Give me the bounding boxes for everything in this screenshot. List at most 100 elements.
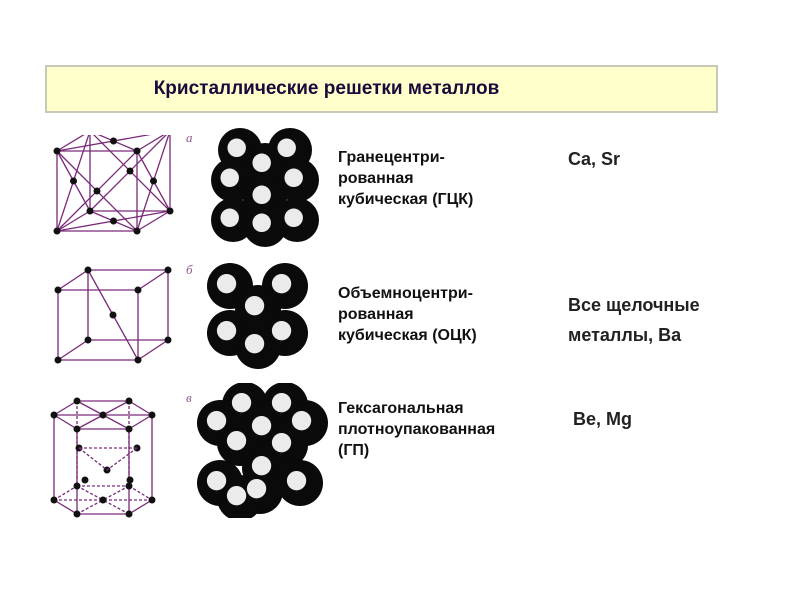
lattice-edge: [78, 447, 108, 471]
lattice-edge: [57, 339, 89, 361]
atom-dot: [50, 496, 58, 504]
sphere-highlight: [231, 393, 252, 413]
label-b: б: [186, 262, 193, 277]
atom-dot: [164, 336, 172, 344]
atom-dot: [73, 510, 81, 518]
atom-dot: [134, 286, 142, 294]
atom-dot: [84, 266, 92, 274]
desc-line: (ГП): [338, 442, 370, 459]
sphere-highlight: [252, 153, 271, 173]
label-v: в: [186, 390, 192, 405]
atom-dot: [99, 496, 107, 504]
sphere-highlight: [227, 138, 246, 158]
sphere-highlight: [216, 321, 237, 341]
desc-line: рованная: [338, 306, 414, 323]
atom-dot: [54, 286, 62, 294]
desc-line: Гексагональная: [338, 400, 464, 417]
atom-dot: [70, 177, 77, 185]
lattice-edge: [102, 400, 130, 416]
lattice-edge: [56, 135, 85, 152]
lattice-edge: [76, 400, 104, 416]
lattice-edge: [56, 210, 91, 232]
sphere-highlight: [271, 321, 292, 341]
desc-line: Гранецентри-: [338, 149, 445, 166]
atom-dot: [164, 266, 172, 274]
bcc-sphere-packing: [207, 263, 308, 369]
desc-line: кубическая (ГЦК): [338, 191, 474, 208]
atom-dot: [125, 425, 133, 433]
lattice-edge: [106, 447, 138, 471]
lattice-edge: [136, 210, 171, 232]
metal-line: металлы, Ba: [568, 325, 682, 345]
atom-dot: [54, 356, 62, 364]
lattice-edge: [128, 485, 153, 501]
fcc-sphere-packing: [211, 128, 319, 247]
atom-dot: [73, 482, 81, 490]
sphere-highlight: [271, 393, 292, 413]
atom-dot: [125, 482, 133, 490]
metal-line: Ca, Sr: [568, 149, 621, 169]
atom-dot: [133, 227, 141, 235]
atom-dot: [99, 411, 107, 419]
desc-line: рованная: [338, 170, 414, 187]
atom-dot: [125, 510, 133, 518]
sphere-highlight: [206, 411, 227, 431]
sphere-highlight: [271, 274, 292, 294]
atom-dot: [110, 217, 117, 225]
atom-dot: [86, 207, 94, 215]
sphere-highlight: [216, 274, 237, 294]
sphere-highlight: [220, 208, 239, 228]
lattice-edge: [128, 499, 153, 515]
atom-dot: [73, 425, 81, 433]
atom-dot: [53, 147, 61, 155]
atom-dot: [84, 336, 92, 344]
title-box: Кристаллические решетки металлов: [45, 65, 718, 113]
lattice-edge: [128, 400, 153, 416]
atom-dot: [53, 227, 61, 235]
sphere-highlight: [226, 486, 247, 506]
sphere-highlight: [252, 213, 271, 233]
sphere-highlight: [244, 296, 265, 316]
fcc-metals: Ca, Sr: [568, 144, 620, 174]
sphere-highlight: [291, 411, 312, 431]
lattice-edge: [136, 135, 165, 152]
sphere-highlight: [284, 168, 303, 188]
lattice-edge: [102, 485, 130, 501]
desc-line: плотноупакованная: [338, 421, 496, 438]
lattice-edge: [76, 499, 104, 515]
fcc-lattice-diagram: [53, 135, 174, 235]
atom-dot: [166, 207, 174, 215]
sphere-highlight: [226, 431, 247, 451]
slide-title: Кристаллические решетки металлов: [153, 78, 500, 99]
sphere-highlight: [246, 479, 267, 499]
sphere-highlight: [206, 471, 227, 491]
sphere-highlight: [286, 471, 307, 491]
sphere-highlight: [251, 456, 272, 476]
atom-dot: [109, 311, 117, 319]
hcp-lattice-diagram: [50, 397, 156, 518]
atom-dot: [126, 167, 134, 175]
atom-dot: [133, 147, 141, 155]
lattice-edge: [76, 414, 104, 430]
atom-dot: [50, 411, 58, 419]
lattice-edge: [53, 414, 78, 430]
sphere-highlight: [220, 168, 239, 188]
atom-dot: [93, 187, 101, 195]
atom-dot: [150, 177, 157, 185]
hcp-sphere-packing: [197, 383, 328, 518]
lattice-edge: [76, 485, 104, 501]
sphere-highlight: [284, 208, 303, 228]
metal-line: Все щелочные: [568, 295, 700, 315]
sphere-highlight: [277, 138, 296, 158]
sphere-highlight: [251, 416, 272, 436]
lattice-edge: [102, 499, 130, 515]
lattice-edge: [57, 269, 89, 291]
atom-dot: [148, 411, 156, 419]
atom-dot: [134, 356, 142, 364]
sphere-highlight: [252, 185, 271, 205]
lattice-edge: [128, 414, 153, 430]
lattice-edge: [53, 400, 78, 416]
lattice-edge: [137, 339, 169, 361]
lattice-edge: [102, 414, 130, 430]
